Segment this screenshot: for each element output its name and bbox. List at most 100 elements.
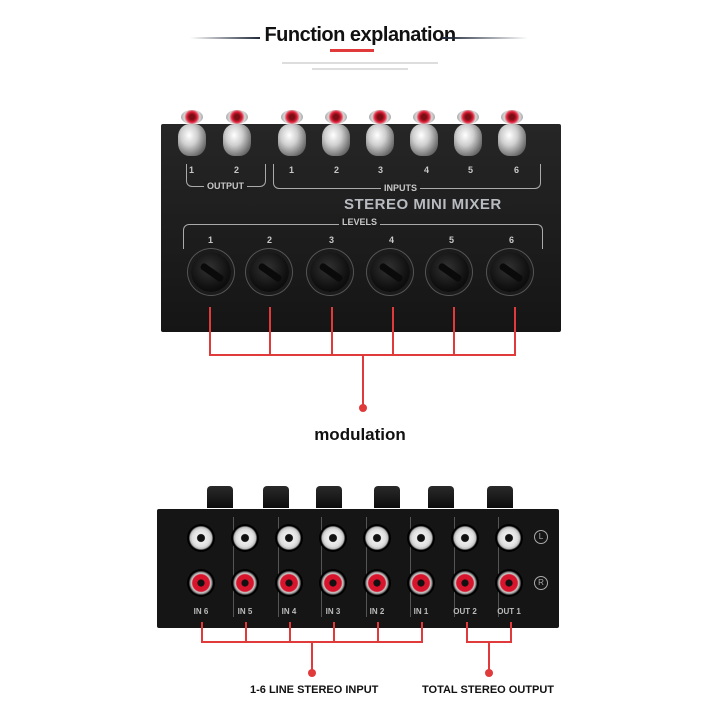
divider (454, 517, 455, 617)
rca-jack-red (413, 110, 435, 124)
connector-line (269, 307, 271, 355)
divider (410, 517, 411, 617)
connector-line (209, 307, 211, 355)
subtitle-line-2 (312, 68, 408, 70)
rca-jack-red (181, 110, 203, 124)
rca-jack-red (226, 110, 248, 124)
input-number: 6 (514, 165, 520, 175)
levels-label: LEVELS (339, 217, 381, 227)
level-number: 2 (267, 235, 273, 245)
divider (321, 517, 322, 617)
level-number: 4 (389, 235, 395, 245)
rca-jack-left-out2[interactable] (451, 524, 479, 552)
input-number: 2 (334, 165, 340, 175)
channel-label: IN 5 (237, 607, 253, 616)
connector-line (289, 622, 291, 642)
rca-jack-right-in6[interactable] (187, 569, 215, 597)
connector-line (514, 307, 516, 355)
connector-dot (308, 669, 316, 677)
rca-jack-left-out1[interactable] (495, 524, 523, 552)
rca-jack-red (501, 110, 523, 124)
rca-jack-left-in3[interactable] (319, 524, 347, 552)
rca-jack-left-in6[interactable] (187, 524, 215, 552)
connector-line (333, 622, 335, 642)
modulation-caption: modulation (314, 425, 406, 444)
rca-jack-right-in2[interactable] (363, 569, 391, 597)
input-number: 5 (468, 165, 474, 175)
level-knob-3[interactable] (310, 252, 350, 292)
rca-jack-silver (278, 124, 306, 156)
rca-jack-right-in1[interactable] (407, 569, 435, 597)
mixer-rear-panel: L R IN 6 IN 5 IN 4 IN 3 IN 2 IN 1 OUT 2 … (157, 509, 559, 628)
rca-jack-right-out1[interactable] (495, 569, 523, 597)
channel-label: OUT 1 (497, 607, 521, 616)
rca-jack-right-in4[interactable] (275, 569, 303, 597)
connector-line (377, 622, 379, 642)
levels-bracket (183, 224, 543, 249)
connector-line (311, 641, 313, 671)
connector-line (331, 307, 333, 355)
input-number: 3 (378, 165, 384, 175)
rca-jack-right-in5[interactable] (231, 569, 259, 597)
rca-jack-red (281, 110, 303, 124)
rca-jack-right-in3[interactable] (319, 569, 347, 597)
rca-jack-red (457, 110, 479, 124)
title-rule-right (442, 37, 528, 39)
right-channel-marker: R (534, 576, 548, 590)
rca-jack-left-in1[interactable] (407, 524, 435, 552)
knob-top (316, 486, 342, 508)
channel-label: IN 4 (281, 607, 297, 616)
level-number: 6 (509, 235, 515, 245)
connector-dot (485, 669, 493, 677)
channel-label: IN 3 (325, 607, 341, 616)
level-knob-6[interactable] (490, 252, 530, 292)
inputs-label: INPUTS (381, 183, 421, 193)
knob-top (207, 486, 233, 508)
connector-line (453, 307, 455, 355)
subtitle-line-1 (282, 62, 438, 64)
connector-line (201, 622, 203, 642)
connector-line (245, 622, 247, 642)
level-number: 3 (329, 235, 335, 245)
channel-label: IN 6 (193, 607, 209, 616)
level-number: 5 (449, 235, 455, 245)
level-knob-5[interactable] (429, 252, 469, 292)
divider (278, 517, 279, 617)
rca-jack-red (369, 110, 391, 124)
level-knob-4[interactable] (370, 252, 410, 292)
title-underline (330, 49, 374, 52)
level-knob-2[interactable] (249, 252, 289, 292)
connector-line (488, 641, 490, 671)
rca-jack-left-in4[interactable] (275, 524, 303, 552)
output-number: 1 (189, 165, 195, 175)
channel-label: IN 1 (413, 607, 429, 616)
rca-jack-left-in5[interactable] (231, 524, 259, 552)
output-number: 2 (234, 165, 240, 175)
rca-jack-right-out2[interactable] (451, 569, 479, 597)
knob-top (263, 486, 289, 508)
input-number: 4 (424, 165, 430, 175)
rca-jack-silver (454, 124, 482, 156)
knob-top (428, 486, 454, 508)
level-number: 1 (208, 235, 214, 245)
connector-line (392, 307, 394, 355)
rca-jack-left-in2[interactable] (363, 524, 391, 552)
divider (366, 517, 367, 617)
connector-line (466, 622, 468, 642)
rca-jack-silver (410, 124, 438, 156)
level-knob-1[interactable] (191, 252, 231, 292)
outputs-caption: TOTAL STEREO OUTPUT (422, 684, 555, 696)
page-title: Function explanation (264, 24, 456, 46)
connector-line (510, 622, 512, 642)
input-number: 1 (289, 165, 295, 175)
knob-top (487, 486, 513, 508)
connector-line (421, 622, 423, 642)
rca-jack-silver (366, 124, 394, 156)
rca-jack-silver (223, 124, 251, 156)
knob-top (374, 486, 400, 508)
output-label: OUTPUT (204, 181, 247, 191)
connector-dot (359, 404, 367, 412)
title-rule-left (190, 37, 260, 39)
rca-jack-silver (178, 124, 206, 156)
channel-label: IN 2 (369, 607, 385, 616)
